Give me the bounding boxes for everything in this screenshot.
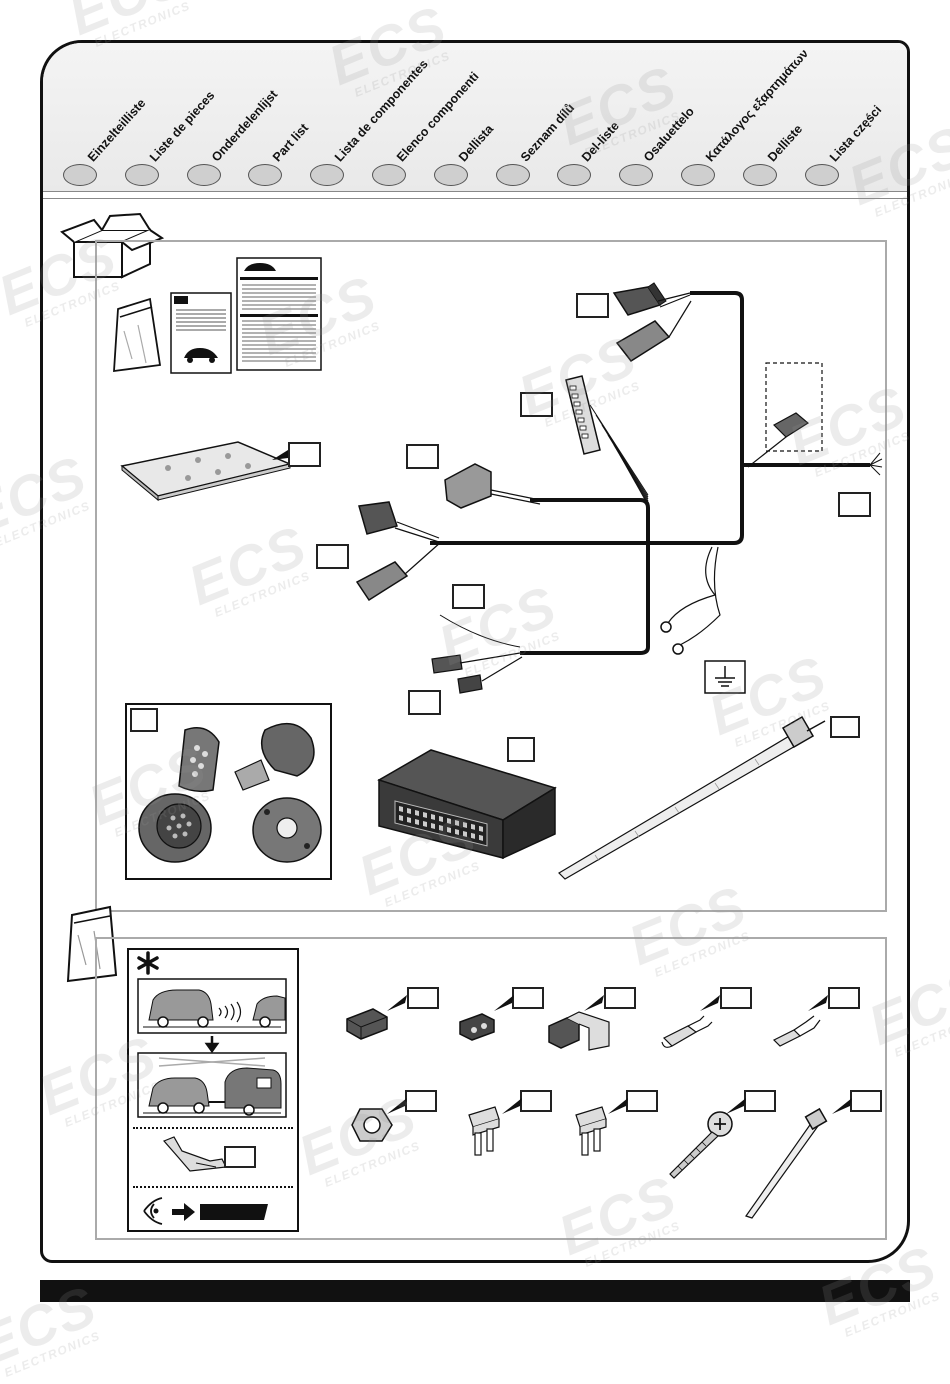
leader-line	[494, 995, 514, 1011]
leader-line	[387, 1098, 407, 1114]
arrow-down-icon	[204, 1036, 220, 1054]
language-checkbox[interactable]	[186, 164, 221, 186]
footer-bar	[40, 1280, 910, 1302]
language-checkbox[interactable]	[372, 164, 406, 186]
blade-fuse-icon	[468, 1106, 500, 1156]
language-label: Del-liste	[579, 118, 623, 165]
language-checkbox[interactable]	[742, 164, 777, 186]
part-label-box	[604, 987, 636, 1009]
part-label-box	[720, 987, 752, 1009]
main-parts-panel	[95, 240, 887, 912]
language-checkbox[interactable]	[433, 164, 468, 186]
ground-symbol-icon	[704, 660, 746, 694]
parking-sensor-illustration	[137, 978, 287, 1034]
part-label-box	[452, 584, 485, 609]
part-label-box	[512, 987, 544, 1009]
part-label-box	[520, 1090, 552, 1112]
leader-line	[387, 995, 407, 1011]
black-label-icon	[200, 1204, 268, 1220]
language-checkbox[interactable]	[804, 164, 839, 186]
arrow-right-icon	[172, 1203, 195, 1221]
header-separator	[43, 191, 907, 199]
screw-icon	[669, 1111, 733, 1179]
blade-fuse-icon	[575, 1106, 607, 1156]
round-connector-housing-icon	[459, 1013, 495, 1041]
leader-line	[726, 1098, 746, 1114]
language-checkbox[interactable]	[681, 164, 715, 186]
flat-connector-housing-icon	[346, 1008, 388, 1040]
part-label-box	[520, 392, 553, 417]
part-label-box	[850, 1090, 882, 1112]
part-label-box	[316, 544, 349, 569]
leader-line	[832, 1098, 852, 1114]
part-label-box	[408, 690, 441, 715]
language-label: Κατάλογος εξαρτημάτων	[703, 46, 812, 165]
dashed-divider	[133, 1127, 293, 1129]
trailer-socket-icon	[138, 722, 322, 863]
asterisk-icon	[137, 951, 159, 975]
bag-icon	[66, 905, 118, 983]
language-label: Lista części	[826, 102, 884, 165]
hex-nut-icon	[351, 1108, 393, 1142]
language-label: Osaluettelo	[641, 104, 698, 165]
part-label-box	[407, 987, 439, 1009]
language-label: Onderdelenlijst	[208, 87, 280, 165]
part-label-box	[576, 293, 609, 318]
crimp-terminal-icon	[162, 1136, 227, 1172]
plastic-bag-icon	[113, 297, 162, 373]
small-parts-panel	[95, 937, 887, 1240]
part-label-box	[406, 444, 439, 469]
language-label: Dellista	[455, 121, 496, 165]
documentation-sheet-icon	[236, 257, 322, 371]
language-label: Seznam dílů	[517, 100, 577, 165]
part-label-box	[830, 716, 860, 738]
part-label-box	[130, 708, 158, 732]
control-module-icon	[377, 749, 557, 860]
leader-line	[272, 450, 288, 460]
wiring-harness-icon	[355, 282, 883, 694]
language-label: Liste de pieces	[146, 88, 218, 165]
language-checkbox[interactable]	[248, 164, 283, 186]
part-label-box	[405, 1090, 437, 1112]
instruction-booklet-icon	[170, 292, 232, 374]
part-label-box	[828, 987, 860, 1009]
language-checkbox[interactable]	[495, 164, 530, 186]
pin-terminal-icon	[772, 1015, 821, 1047]
watermark-sub: ELECTRONICS	[2, 1328, 103, 1380]
part-label-box	[507, 737, 535, 762]
part-label-box	[626, 1090, 658, 1112]
dashed-divider	[133, 1186, 293, 1188]
small-cable-tie-icon	[745, 1107, 828, 1219]
language-label: Part list	[270, 120, 312, 165]
language-checkbox[interactable]	[557, 164, 592, 186]
leader-line	[808, 995, 828, 1011]
bracket-connector-icon	[548, 1011, 610, 1051]
part-label-box	[838, 492, 871, 517]
language-checkbox[interactable]	[310, 164, 345, 186]
adhesive-sheet-icon	[120, 441, 293, 502]
leader-line	[502, 1098, 522, 1114]
language-checkbox[interactable]	[619, 164, 654, 186]
flat-terminal-icon	[661, 1015, 713, 1048]
leader-line	[700, 995, 720, 1011]
part-label-box	[288, 442, 321, 467]
part-label-box	[224, 1146, 256, 1168]
language-checkbox[interactable]	[63, 164, 97, 186]
watermark-brand: ECS	[60, 0, 196, 47]
leader-line	[608, 1098, 628, 1114]
language-checkbox[interactable]	[124, 164, 159, 186]
leader-line	[584, 995, 604, 1011]
trailer-illustration	[137, 1052, 287, 1118]
cable-tie-icon	[558, 715, 826, 880]
language-label: Delliste	[764, 121, 805, 165]
eye-icon	[143, 1197, 163, 1225]
language-label: Einzelteilliste	[85, 96, 149, 165]
